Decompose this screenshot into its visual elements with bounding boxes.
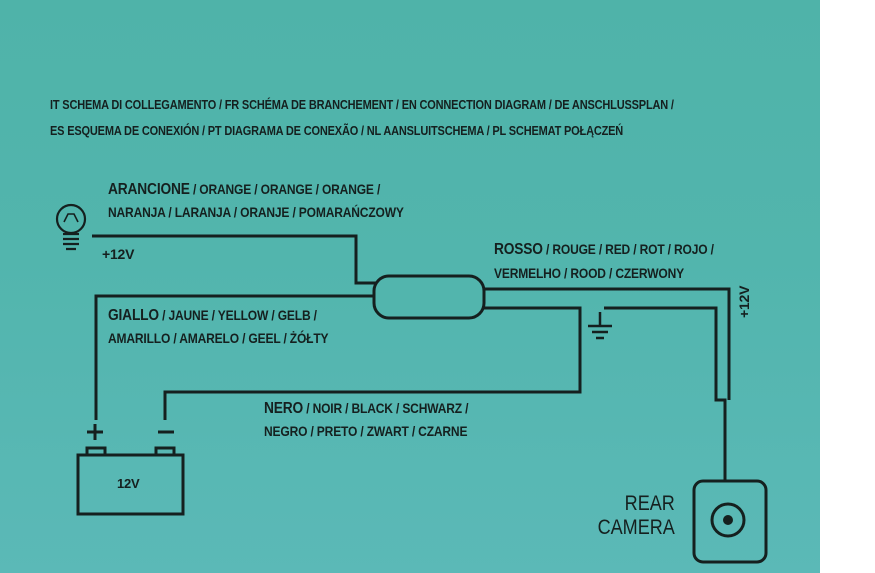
- orange-wire-label-1: ARANCIONE / ORANGE / ORANGE / ORANGE /: [108, 181, 380, 199]
- module-box: [372, 274, 486, 320]
- battery-voltage-label: 12V: [117, 476, 140, 491]
- ground-icon: [588, 312, 612, 340]
- red-wire: [484, 287, 731, 400]
- diagram-board: IT SCHEMA DI COLLEGAMENTO / FR SCHÉMA DE…: [0, 0, 820, 573]
- header-line-2: ES ESQUEMA DE CONEXIÓN / PT DIAGRAMA DE …: [50, 124, 624, 138]
- red-wire-label-2: VERMELHO / ROOD / CZERWONY: [494, 265, 684, 281]
- red-wire-name: ROSSO: [494, 241, 543, 258]
- black-wire-name: NERO: [264, 400, 304, 417]
- black-wire: [163, 306, 582, 420]
- wiring-svg: [55, 203, 768, 564]
- camera-icon: [692, 479, 768, 564]
- yellow-wire-label-1: GIALLO / JAUNE / YELLOW / GELB /: [108, 307, 317, 325]
- black-wire-label-1: NERO / NOIR / BLACK / SCHWARZ /: [264, 400, 469, 418]
- lamp-voltage-label: +12V: [102, 246, 135, 262]
- header-line-1: IT SCHEMA DI COLLEGAMENTO / FR SCHÉMA DE…: [50, 98, 674, 112]
- red-wire-translations: / ROUGE / RED / ROT / ROJO /: [542, 241, 714, 257]
- yellow-wire: [94, 294, 378, 420]
- yellow-wire-name: GIALLO: [108, 307, 159, 324]
- orange-wire: [92, 234, 378, 285]
- orange-wire-translations: / ORANGE / ORANGE / ORANGE /: [189, 181, 381, 197]
- black-wire-translations: / NOIR / BLACK / SCHWARZ /: [303, 400, 469, 416]
- camera-label-line-2: CAMERA: [597, 516, 675, 539]
- camera-label-line-1: REAR: [624, 492, 675, 515]
- orange-wire-label-2: NARANJA / LARANJA / ORANJE / POMARAŃCZOW…: [108, 204, 404, 220]
- yellow-wire-label-2: AMARILLO / AMARELO / GEEL / ŻÓŁTY: [108, 330, 329, 346]
- lamp-icon: [55, 203, 87, 251]
- battery-icon: [76, 424, 185, 516]
- red-wire-label-1: ROSSO / ROUGE / RED / ROT / ROJO /: [494, 241, 714, 259]
- yellow-wire-translations: / JAUNE / YELLOW / GELB /: [158, 307, 317, 323]
- black-wire-label-2: NEGRO / PRETO / ZWART / CZARNE: [264, 423, 468, 439]
- orange-wire-name: ARANCIONE: [108, 181, 190, 198]
- camera-lead: [604, 306, 727, 480]
